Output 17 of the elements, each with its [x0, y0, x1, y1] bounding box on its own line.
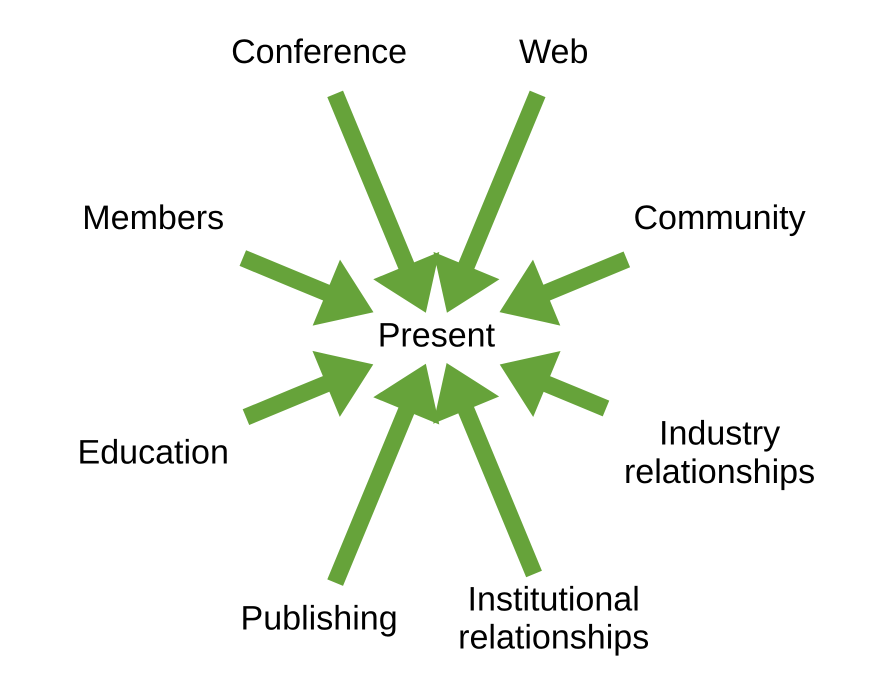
node-text: Conference [231, 33, 408, 72]
arrow [500, 351, 610, 417]
node-text: Education [78, 434, 229, 472]
arrow [327, 90, 440, 313]
arrow [327, 364, 440, 586]
node-text: Industry relationships [624, 414, 816, 491]
arrow [240, 250, 374, 326]
node-text: Publishing [240, 599, 398, 638]
arrow [433, 362, 542, 578]
arrow [500, 252, 630, 326]
node-text: Community [633, 199, 806, 238]
node-text: Present [378, 316, 496, 354]
node-text: Web [518, 33, 588, 72]
arrow [433, 90, 546, 313]
node-text: Institutional relationships [458, 580, 650, 657]
node-text: Members [82, 199, 224, 238]
arrow [242, 350, 374, 425]
